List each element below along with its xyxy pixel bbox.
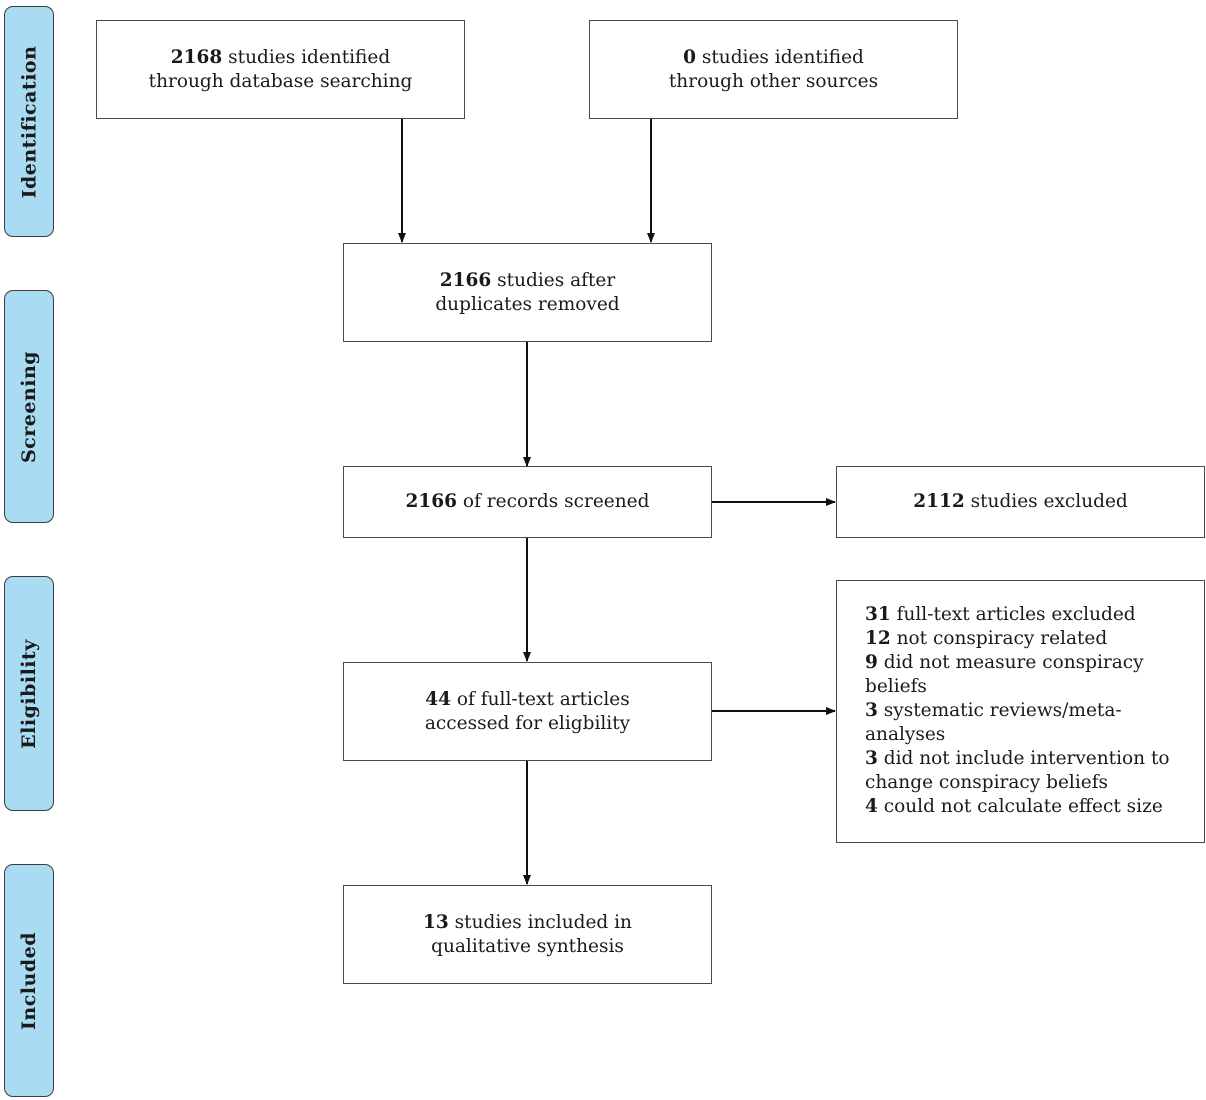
text: not conspiracy related [890,628,1108,649]
text: did not measure conspiracy [877,652,1144,673]
count: 44 [425,688,452,710]
count: 2166 [439,269,492,291]
count: 2166 [405,491,458,512]
exclusion-reason: 12 not conspiracy related [865,627,1107,651]
count: 2112 [913,491,965,512]
exclusion-total: 31 full-text articles excluded [865,603,1136,627]
count: 31 [865,604,891,625]
text: duplicates removed [435,293,620,315]
phase-included: Included [4,864,54,1097]
text: full-text articles excluded [890,604,1136,625]
exclusion-reason-cont: change conspiracy beliefs [865,772,1109,793]
phase-screening: Screening [4,290,54,523]
box-records-screened: 2166 of records screened [343,466,712,538]
count: 12 [865,628,891,649]
count: 0 [683,46,696,68]
text: systematic reviews/meta- [877,700,1122,721]
box-studies-included: 13 studies included in qualitative synth… [343,885,712,984]
exclusion-reason-cont: analyses [865,724,946,745]
text: studies excluded [964,491,1128,512]
exclusion-reason: 4 could not calculate effect size [865,795,1163,819]
text: could not calculate effect size [877,796,1163,817]
count: 3 [865,700,878,721]
box-studies-excluded: 2112 studies excluded [836,466,1205,538]
text: through other sources [668,70,879,92]
text: of full-text articles [451,688,630,710]
text: of records screened [457,491,650,512]
exclusion-reason: 3 systematic reviews/meta- [865,699,1122,723]
box-duplicates-removed: 2166 studies after duplicates removed [343,243,712,342]
exclusion-reason: 3 did not include intervention to [865,747,1170,771]
phase-identification: Identification [4,6,54,237]
box-fulltext-exclusions: 31 full-text articles excluded 12 not co… [836,580,1205,843]
text: studies identified [695,46,864,68]
text: accessed for eligbility [424,712,631,734]
count: 13 [423,911,449,933]
exclusion-reason: 9 did not measure conspiracy [865,651,1144,675]
text: through database searching [148,70,413,92]
text: studies identified [222,46,391,68]
count: 9 [865,652,878,673]
text: studies after [491,269,616,291]
box-other-sources: 0 studies identified through other sourc… [589,20,958,119]
exclusion-reason-cont: beliefs [865,676,927,697]
box-fulltext-eligibility: 44 of full-text articles accessed for el… [343,662,712,761]
count: 4 [865,796,878,817]
count: 2168 [170,46,223,68]
text: qualitative synthesis [431,935,624,957]
phase-eligibility: Eligibility [4,576,54,811]
box-database-search: 2168 studies identified through database… [96,20,465,119]
text: studies included in [448,911,632,933]
count: 3 [865,748,878,769]
text: did not include intervention to [877,748,1170,769]
